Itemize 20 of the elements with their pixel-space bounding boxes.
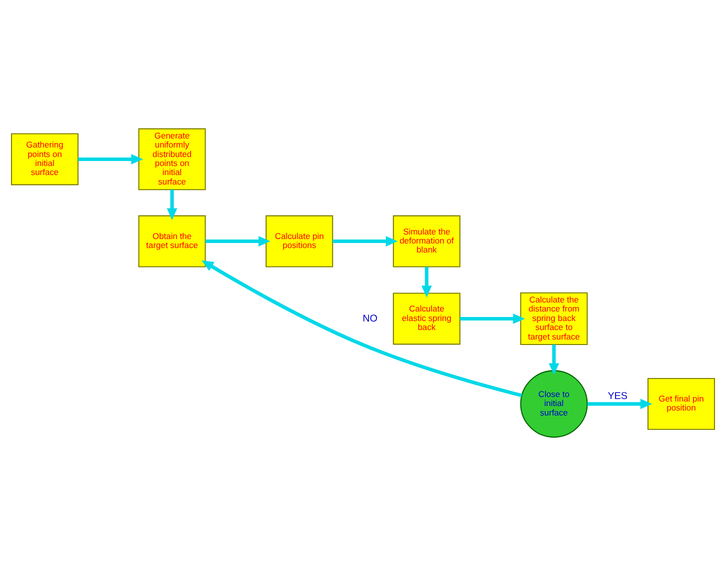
- edge-label: NO: [362, 312, 378, 324]
- node-box: Calculate pin positions: [266, 214, 334, 267]
- arrow: [202, 260, 522, 397]
- node-box: Simulate the deformation of blank: [392, 214, 460, 267]
- arrow: [205, 236, 270, 246]
- arrow: [166, 189, 178, 220]
- node-box: Calculate the distance from spring back surface to target surface: [520, 292, 588, 345]
- edge-label: YES: [608, 390, 628, 402]
- node-box: Calculate elastic spring back: [392, 292, 460, 344]
- node-box: Generate uniformly distributed points on initial surface: [138, 128, 206, 190]
- arrow: [78, 154, 144, 164]
- arrow: [460, 313, 525, 324]
- arrow: [548, 344, 560, 375]
- node-box: Obtain the target surface: [138, 214, 206, 267]
- node-box: Gathering points on initial surface: [11, 132, 79, 185]
- node-box: Get final pin position: [647, 377, 715, 430]
- node-circle: Close to initial surface: [520, 370, 588, 438]
- arrow: [587, 398, 652, 409]
- arrow: [332, 236, 398, 246]
- arrow: [421, 266, 432, 297]
